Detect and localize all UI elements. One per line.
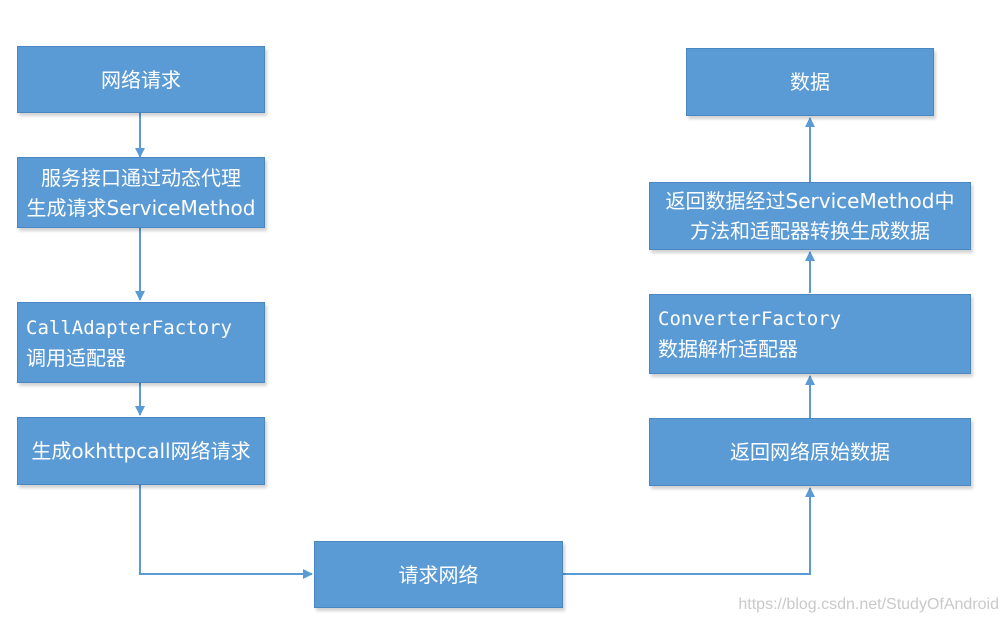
box-dynamic-proxy-line2: 生成请求ServiceMethod [26,195,256,220]
box-network-request: 网络请求 [17,46,265,113]
box-call-adapter: CallAdapterFactory 调用适配器 [17,302,265,383]
box-converter-line2: 数据解析适配器 [658,337,798,361]
box-data: 数据 [686,48,934,116]
box-okhttp-call: 生成okhttpcall网络请求 [17,417,265,485]
arrow-request-to-rawdata [563,487,815,575]
box-converter: ConverterFactory 数据解析适配器 [649,294,971,374]
box-data-label: 数据 [790,70,830,94]
watermark: https://blog.csdn.net/StudyOfAndroid [738,596,999,613]
box-okhttp-call-label: 生成okhttpcall网络请求 [31,439,251,463]
box-request-network: 请求网络 [314,541,563,608]
box-request-network-label: 请求网络 [398,562,479,587]
box-call-adapter-line1: CallAdapterFactory [26,316,232,339]
arrow-okhttp-to-request [139,485,313,579]
box-convert-data-line1: 返回数据经过ServiceMethod中 [665,189,955,213]
box-call-adapter-line2: 调用适配器 [26,345,126,370]
box-convert-data-line2: 方法和适配器转换生成数据 [690,219,930,243]
box-raw-data: 返回网络原始数据 [649,418,971,486]
box-dynamic-proxy: 服务接口通过动态代理 生成请求ServiceMethod [17,157,265,228]
box-raw-data-label: 返回网络原始数据 [730,440,890,464]
box-converter-line1: ConverterFactory [658,308,842,330]
box-convert-data: 返回数据经过ServiceMethod中 方法和适配器转换生成数据 [649,182,971,250]
box-dynamic-proxy-line1: 服务接口通过动态代理 [41,165,241,190]
box-network-request-label: 网络请求 [101,67,181,92]
